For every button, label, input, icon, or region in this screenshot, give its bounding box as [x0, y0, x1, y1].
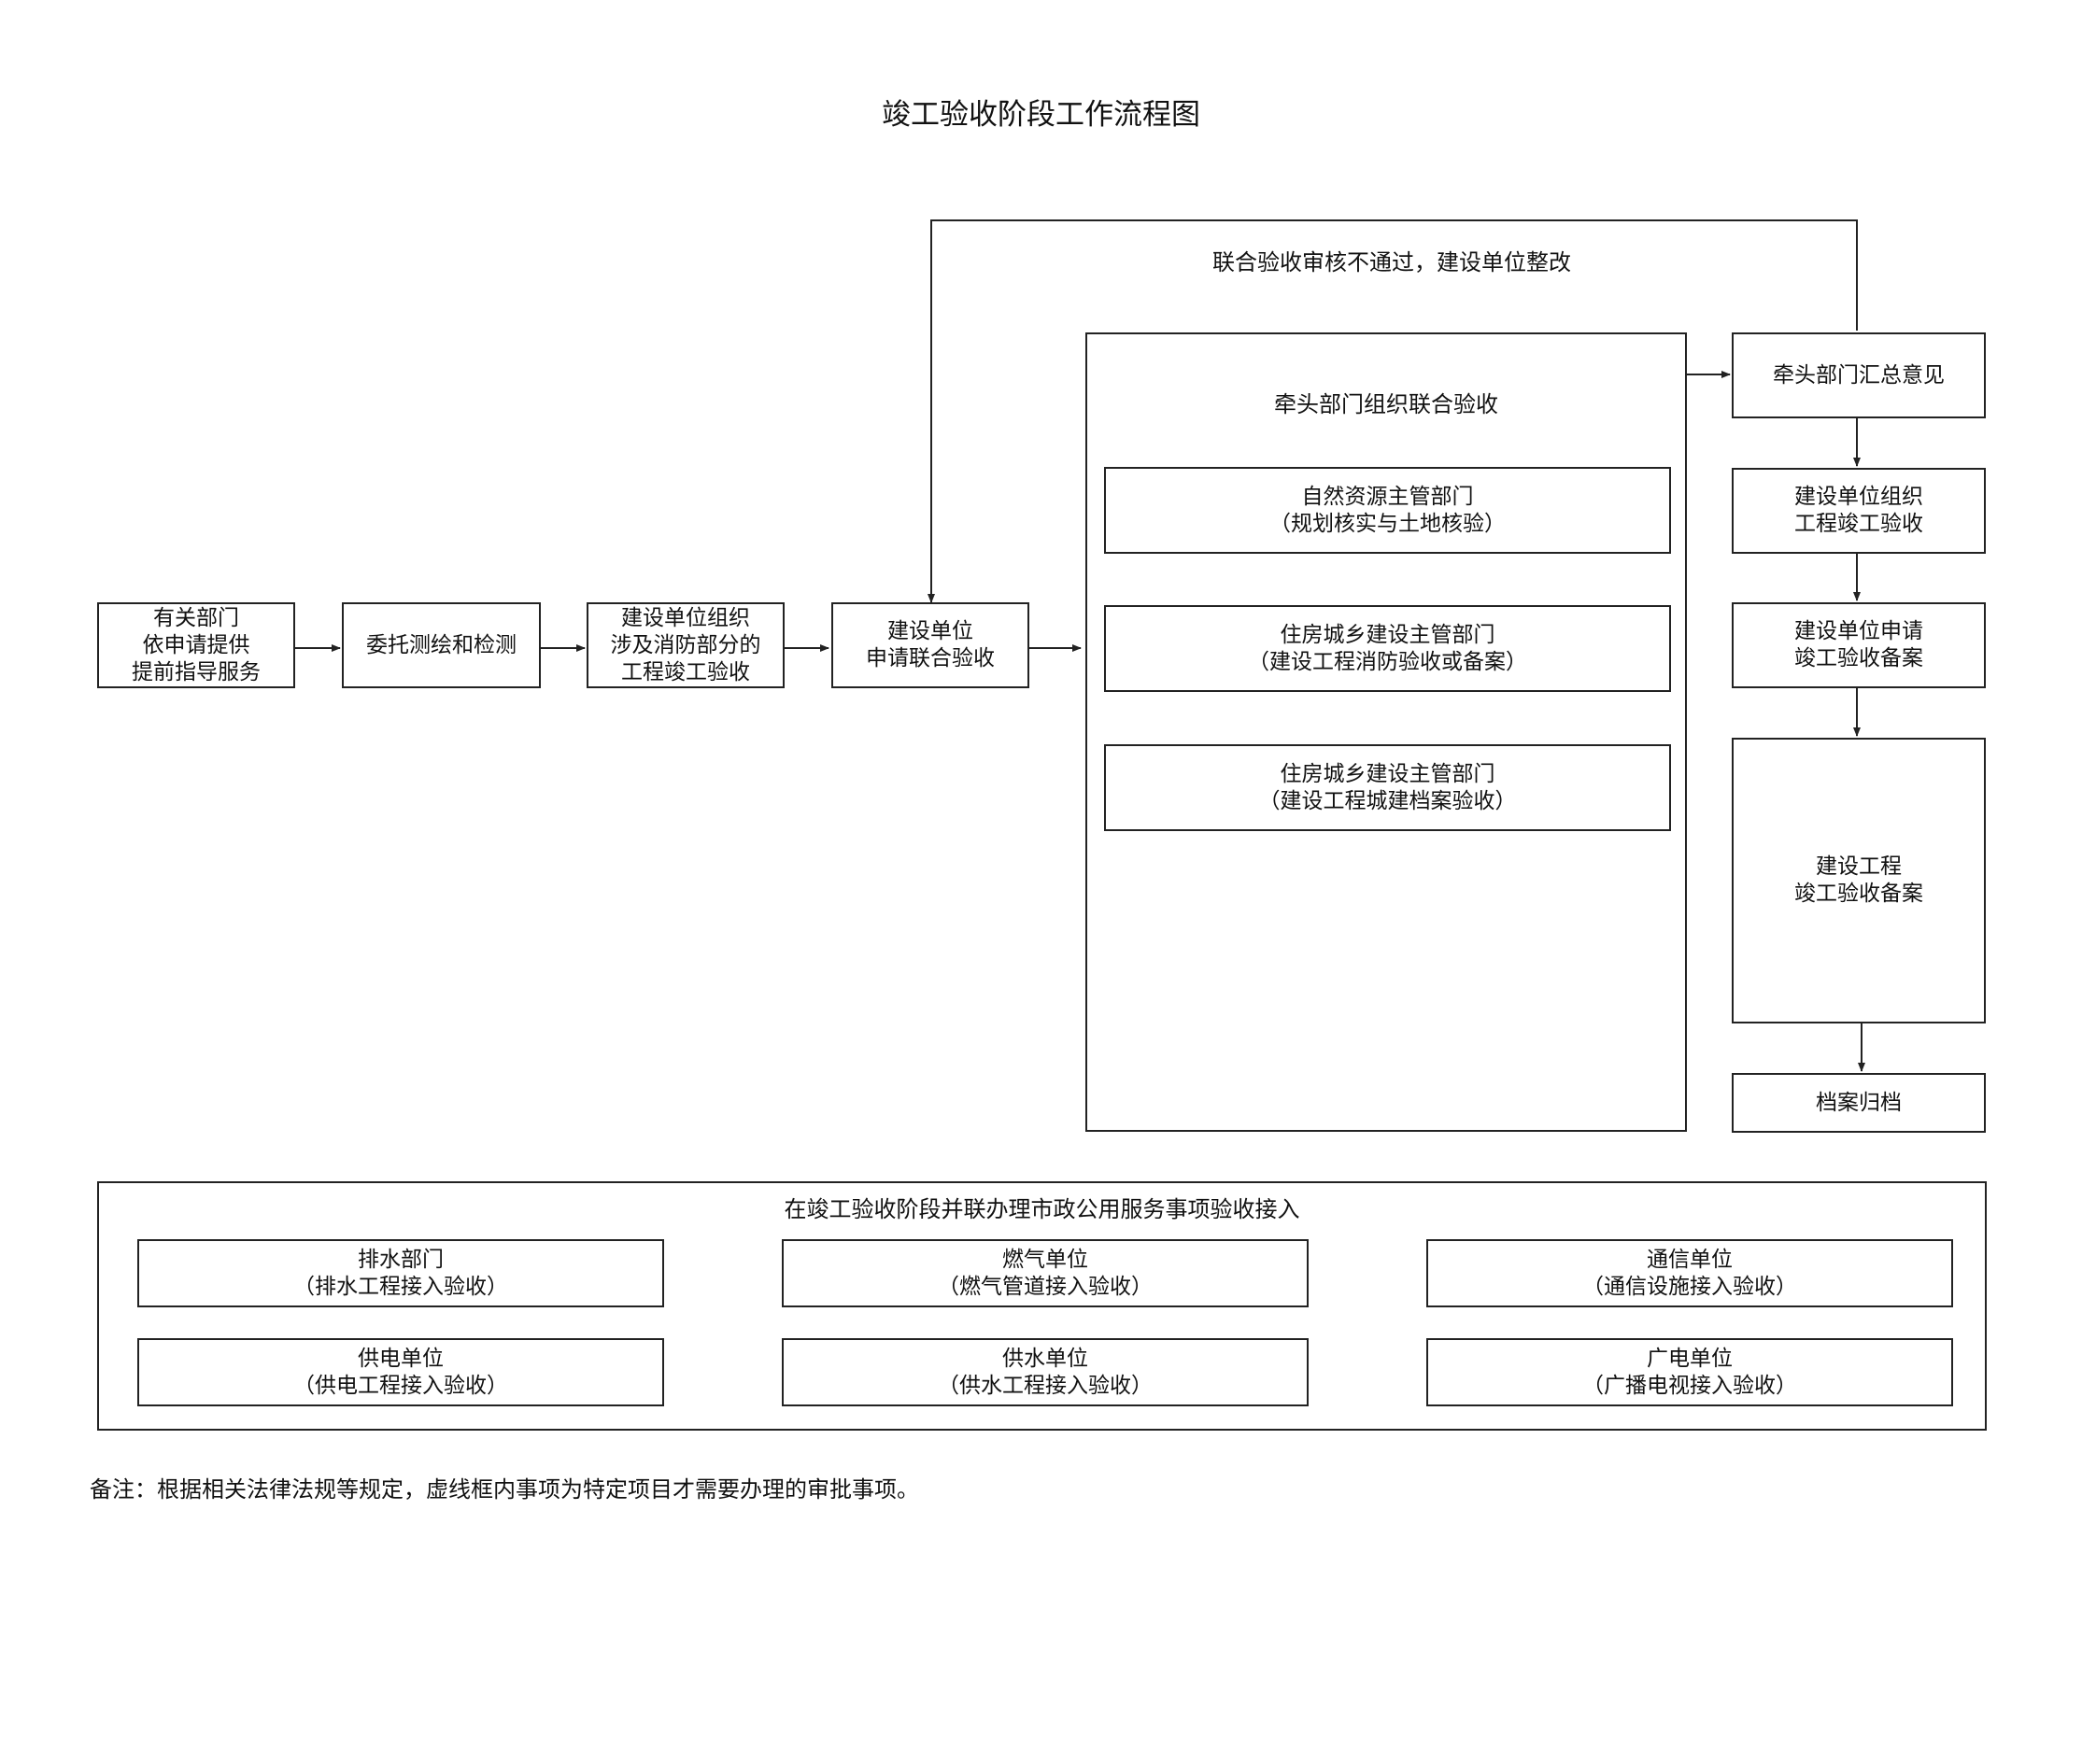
- summary-opinions-box: 牵头部门汇总意见: [1732, 332, 1986, 418]
- municipal-water-box: 供水单位 （供水工程接入验收）: [782, 1338, 1309, 1406]
- joint-acceptance-container: [1085, 332, 1687, 1132]
- feedback-loop-label: 联合验收审核不通过，建设单位整改: [1212, 249, 1571, 275]
- joint-item-natural-resources: 自然资源主管部门 （规划核实与土地核验）: [1104, 467, 1671, 554]
- joint-item-fire-filing: 住房城乡建设主管部门 （建设工程消防验收或备案）: [1104, 605, 1671, 692]
- joint-acceptance-title: 牵头部门组织联合验收: [1274, 391, 1498, 417]
- completion-filing-box: 建设工程 竣工验收备案: [1732, 738, 1986, 1023]
- apply-joint-acceptance-box: 建设单位 申请联合验收: [831, 602, 1029, 688]
- municipal-services-container: [97, 1181, 1987, 1431]
- municipal-drainage-box: 排水部门 （排水工程接入验收）: [137, 1239, 664, 1307]
- municipal-gas-box: 燃气单位 （燃气管道接入验收）: [782, 1239, 1309, 1307]
- municipal-broadcast-box: 广电单位 （广播电视接入验收）: [1426, 1338, 1953, 1406]
- organize-acceptance-box: 建设单位组织 工程竣工验收: [1732, 468, 1986, 554]
- municipal-power-box: 供电单位 （供电工程接入验收）: [137, 1338, 664, 1406]
- survey-testing-box: 委托测绘和检测: [342, 602, 541, 688]
- joint-item-urban-archives: 住房城乡建设主管部门 （建设工程城建档案验收）: [1104, 744, 1671, 831]
- archive-box: 档案归档: [1732, 1073, 1986, 1133]
- footnote: 备注：根据相关法律法规等规定，虚线框内事项为特定项目才需要办理的审批事项。: [90, 1476, 919, 1503]
- feedback-loop-line: [928, 219, 1858, 603]
- municipal-telecom-box: 通信单位 （通信设施接入验收）: [1426, 1239, 1953, 1307]
- advisory-service-box: 有关部门 依申请提供 提前指导服务: [97, 602, 295, 688]
- fire-acceptance-box: 建设单位组织 涉及消防部分的 工程竣工验收: [587, 602, 785, 688]
- diagram-title: 竣工验收阶段工作流程图: [882, 98, 1200, 132]
- municipal-services-title: 在竣工验收阶段并联办理市政公用服务事项验收接入: [784, 1196, 1300, 1222]
- apply-filing-box: 建设单位申请 竣工验收备案: [1732, 602, 1986, 688]
